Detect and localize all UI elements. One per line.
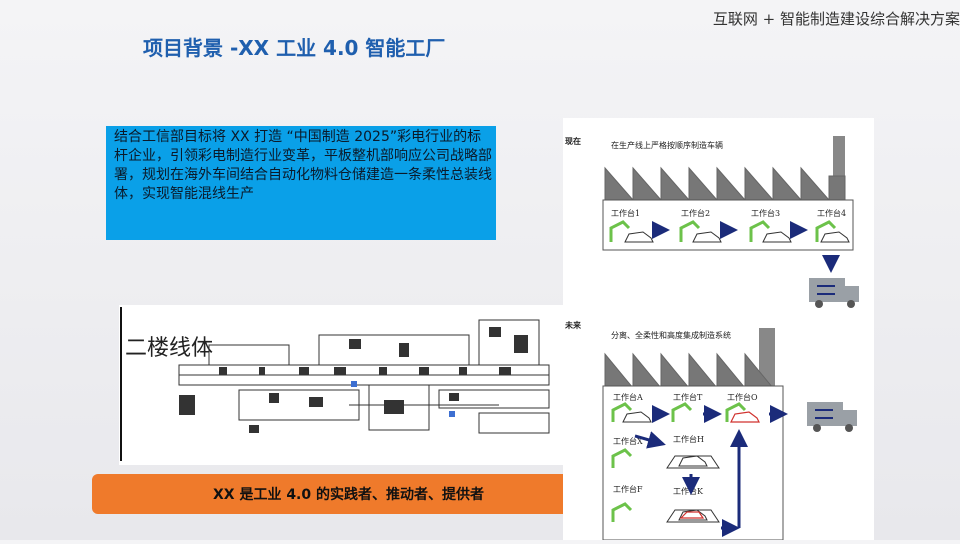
- future-caption: 分离、全柔性和高度集成制造系统: [611, 330, 731, 340]
- production-line-drawing: 二楼线体: [119, 305, 563, 465]
- now-station-2: 工作台2: [681, 208, 710, 218]
- future-station-k: 工作台K: [673, 486, 704, 496]
- top-right-title: 互联网 + 智能制造建设综合解决方案: [712, 10, 960, 28]
- now-factory-roof: [604, 166, 846, 202]
- intro-box: 结合工信部目标将 XX 打造 “中国制造 2025”彩电行业的标杆企业，引领彩电…: [106, 126, 496, 240]
- future-label: 未来: [564, 320, 582, 330]
- future-station-o: 工作台O: [727, 392, 758, 402]
- future-station-h: 工作台H: [673, 434, 704, 444]
- line-diagram-label: 二楼线体: [125, 336, 213, 361]
- now-label: 现在: [565, 136, 581, 146]
- truck-icon: [809, 278, 859, 308]
- page-title: 项目背景 -XX 工业 4.0 智能工厂: [143, 36, 446, 60]
- now-station-3: 工作台3: [751, 208, 780, 218]
- comparison-panel: 现在 在生产线上严格按顺序制造车辆 工作台1 工作台2 工作台3 工作台4: [563, 118, 874, 541]
- future-station-f: 工作台F: [613, 484, 643, 494]
- banner: XX 是工业 4.0 的实践者、推动者、提供者: [92, 474, 605, 514]
- production-line-diagram: 二楼线体: [119, 305, 563, 465]
- intro-text: 结合工信部目标将 XX 打造 “中国制造 2025”彩电行业的标杆企业，引领彩电…: [114, 129, 492, 202]
- comparison-drawing: 现在 在生产线上严格按顺序制造车辆 工作台1 工作台2 工作台3 工作台4: [564, 136, 859, 541]
- future-station-t: 工作台T: [673, 392, 703, 402]
- now-caption: 在生产线上严格按顺序制造车辆: [611, 140, 723, 150]
- future-station-a: 工作台A: [613, 392, 643, 402]
- future-truck-icon: [807, 402, 857, 432]
- now-station-1: 工作台1: [611, 208, 640, 218]
- future-factory-roof: [604, 352, 775, 390]
- banner-text: XX 是工业 4.0 的实践者、推动者、提供者: [212, 487, 484, 503]
- now-station-4: 工作台4: [817, 208, 846, 218]
- future-station-x: 工作台X: [613, 436, 643, 446]
